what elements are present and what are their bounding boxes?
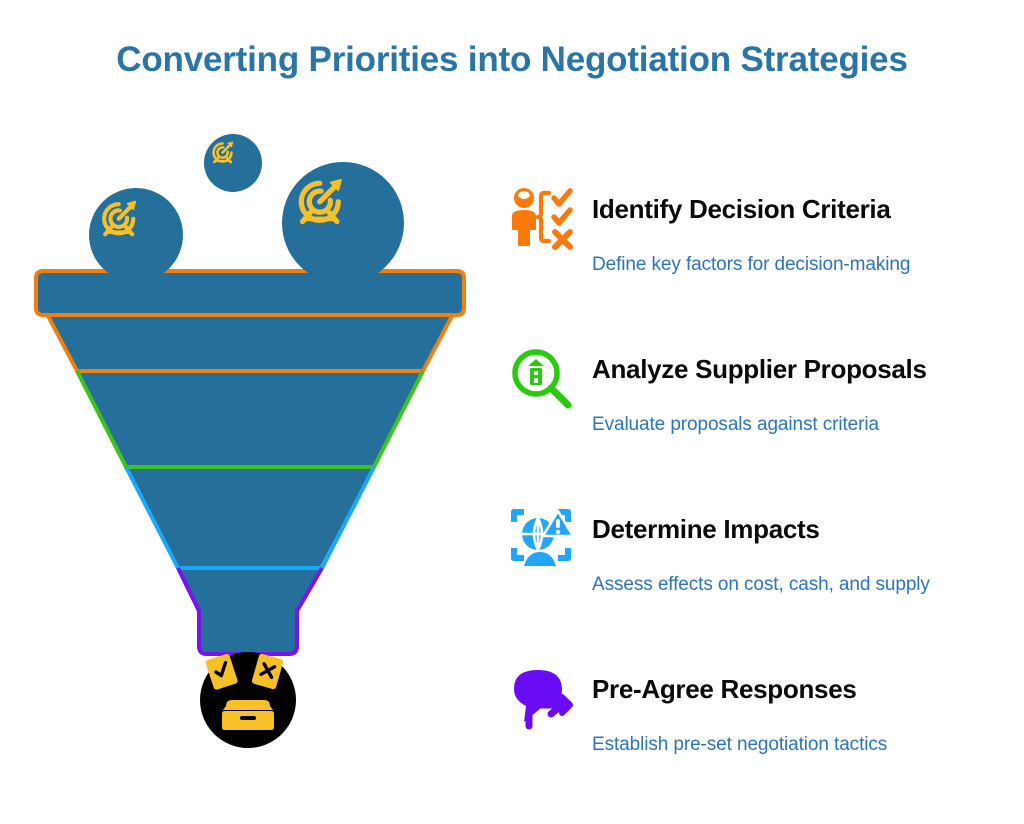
step-subtitle: Assess effects on cost, cash, and supply [592,574,930,595]
funnel-output [200,652,296,748]
globe-warning-icon [511,509,574,566]
step-item-2[interactable]: Analyze Supplier Proposals Evaluate prop… [500,342,1024,462]
input-token-right-circle [282,162,404,284]
step-subtitle: Evaluate proposals against criteria [592,414,879,435]
page-title: Converting Priorities into Negotiation S… [116,40,908,79]
funnel-segment-2-outline [75,370,425,469]
funnel-segment-2 [75,370,425,469]
speech-bubble-arrow-icon [514,670,573,730]
step-subtitle: Define key factors for decision-making [592,254,911,275]
step-title: Determine Impacts [592,514,820,544]
step-title: Analyze Supplier Proposals [592,354,927,384]
step-item-1[interactable]: Identify Decision Criteria Define key fa… [500,182,1024,302]
steps-list: Identify Decision Criteria Define key fa… [500,182,1024,802]
step-subtitle: Establish pre-set negotiation tactics [592,734,888,755]
funnel-rim-outline [34,269,466,317]
input-token-left [89,188,183,282]
funnel-body [36,271,464,653]
funnel-segment-3-outline [124,466,376,570]
step-item-3[interactable]: Determine Impacts Assess effects on cost… [500,502,1024,622]
funnel-svg [34,134,466,748]
funnel-rim-fill [36,271,464,315]
ballot-cards-box-icon [205,653,284,730]
funnel-segment-1-outline [45,313,455,373]
step-title: Pre-Agree Responses [592,674,857,704]
input-token-right [282,162,404,284]
funnel-segment-1 [34,269,466,373]
input-token-center [204,134,262,192]
funnel-cone-fill [47,313,453,653]
step-item-4[interactable]: Pre-Agree Responses Establish pre-set ne… [500,662,1024,782]
magnifier-factory-icon [512,349,572,409]
funnel-segment-3 [124,466,376,570]
step-title: Identify Decision Criteria [592,194,891,224]
person-checklist-icon [512,188,573,250]
funnel-diagram [0,110,500,770]
